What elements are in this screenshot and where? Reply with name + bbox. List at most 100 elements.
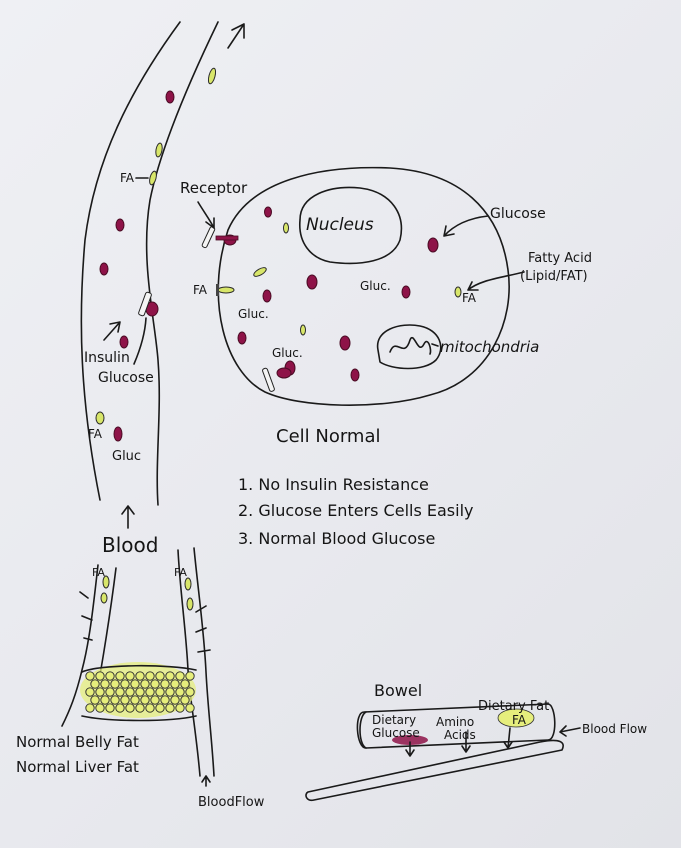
glucose-molecule xyxy=(115,218,125,232)
fat-cell xyxy=(160,679,170,689)
fatty-acid xyxy=(454,286,462,298)
fat-cell xyxy=(165,687,175,697)
fat-cell xyxy=(125,671,135,681)
pointer-insulin xyxy=(103,321,121,341)
glucose-molecule xyxy=(306,274,318,290)
fat-cell xyxy=(135,671,145,681)
fat-cell xyxy=(185,703,195,713)
fat-cell xyxy=(120,679,130,689)
fat-cell xyxy=(100,679,110,689)
pointer-glucose xyxy=(133,317,147,365)
fatty-acid xyxy=(95,411,105,425)
fat-cell xyxy=(90,695,100,705)
label-glucose-vessel: Glucose xyxy=(98,370,154,386)
mitochondrion xyxy=(376,324,442,370)
fat-cell xyxy=(135,703,145,713)
label-dietary-glucose-2: Glucose xyxy=(372,726,420,740)
fat-cell xyxy=(105,687,115,697)
fatty-acid xyxy=(149,170,157,186)
fat-cell xyxy=(90,679,100,689)
belly-fat-tissue xyxy=(80,662,197,722)
fat-cell xyxy=(175,671,185,681)
fat-cell xyxy=(155,703,165,713)
vessel-branches xyxy=(61,547,215,777)
fat-cell xyxy=(95,703,105,713)
label-liver-fat: Normal Liver Fat xyxy=(16,758,139,776)
glucose-molecule xyxy=(401,285,411,299)
label-fa-branch-right: FA xyxy=(174,566,187,579)
fat-cell xyxy=(145,703,155,713)
fat-cell xyxy=(110,695,120,705)
blood-vessel xyxy=(80,21,245,506)
flow-arrow-top xyxy=(227,23,245,49)
glucose-molecule xyxy=(264,206,272,218)
label-dietary-fat: Dietary Fat xyxy=(478,699,549,714)
glucose-molecule xyxy=(119,335,129,349)
bowel xyxy=(305,703,581,802)
fat-cell xyxy=(145,687,155,697)
fatty-acid xyxy=(300,324,306,336)
fat-cell xyxy=(170,679,180,689)
fat-cell xyxy=(115,687,125,697)
fat-cell xyxy=(85,687,95,697)
fatty-acid xyxy=(155,142,163,158)
fatty-acid xyxy=(184,577,192,591)
fat-cell xyxy=(150,695,160,705)
glucose-molecule xyxy=(113,426,123,442)
fat-cell xyxy=(100,695,110,705)
glucose-molecule xyxy=(350,368,360,382)
fat-cell xyxy=(85,671,95,681)
pointer-glucose-cell xyxy=(443,215,489,237)
fat-cell xyxy=(130,695,140,705)
fat-cell xyxy=(140,679,150,689)
list-item-2: 2. Glucose Enters Cells Easily xyxy=(238,501,474,520)
fat-cell xyxy=(165,671,175,681)
nucleus xyxy=(299,186,403,265)
label-dietary-glucose-1: Dietary xyxy=(372,713,416,727)
fatty-acid xyxy=(207,67,217,85)
label-amino-2: Acids xyxy=(444,728,476,742)
fatty-acid xyxy=(253,267,267,277)
fat-cell xyxy=(170,695,180,705)
fat-cell xyxy=(155,671,165,681)
fat-cell xyxy=(150,679,160,689)
glucose-molecule xyxy=(276,367,292,379)
glucose-molecule xyxy=(237,331,247,345)
label-cell-normal: Cell Normal xyxy=(276,426,381,447)
fat-cell xyxy=(180,695,190,705)
fat-cell xyxy=(115,671,125,681)
glucose-molecule xyxy=(99,262,109,276)
bowel-blood-vessel xyxy=(305,739,564,802)
pointer-fatty-acid xyxy=(467,271,525,291)
label-lipid-fat: (Lipid/FAT) xyxy=(520,269,588,284)
fatty-acid xyxy=(186,597,194,611)
fat-cell xyxy=(185,687,195,697)
glucose-molecule xyxy=(262,289,272,303)
label-blood-flow-bottom: BloodFlow xyxy=(198,795,265,810)
cell xyxy=(217,166,510,406)
label-bowel: Bowel xyxy=(374,681,422,700)
fat-cell xyxy=(160,695,170,705)
flow-arrow-blood xyxy=(121,505,135,529)
fat-cell xyxy=(180,679,190,689)
fat-cell xyxy=(130,679,140,689)
label-mitochondria: mitochondria xyxy=(440,338,539,356)
cell-molecules xyxy=(201,206,462,392)
fat-cell xyxy=(125,687,135,697)
label-fa-vessel-low: FA xyxy=(88,427,103,441)
vessel-molecules xyxy=(95,67,217,442)
label-insulin: Insulin xyxy=(84,350,130,366)
label-fa-receptor: FA xyxy=(193,283,208,297)
fatty-acid xyxy=(102,575,110,589)
label-gluc-vessel: Gluc xyxy=(112,449,141,464)
label-glucose: Glucose xyxy=(490,206,546,222)
label-gluc-cell-left: Gluc. xyxy=(238,307,269,321)
fatty-acid xyxy=(283,222,289,234)
fatty-acid xyxy=(100,592,108,604)
label-fa-vessel-top: FA xyxy=(120,171,135,185)
list-item-1: 1. No Insulin Resistance xyxy=(238,475,429,494)
fat-cell xyxy=(145,671,155,681)
fat-cell xyxy=(105,703,115,713)
glucose-molecule xyxy=(165,90,175,104)
label-fa-bowel: FA xyxy=(512,713,527,727)
